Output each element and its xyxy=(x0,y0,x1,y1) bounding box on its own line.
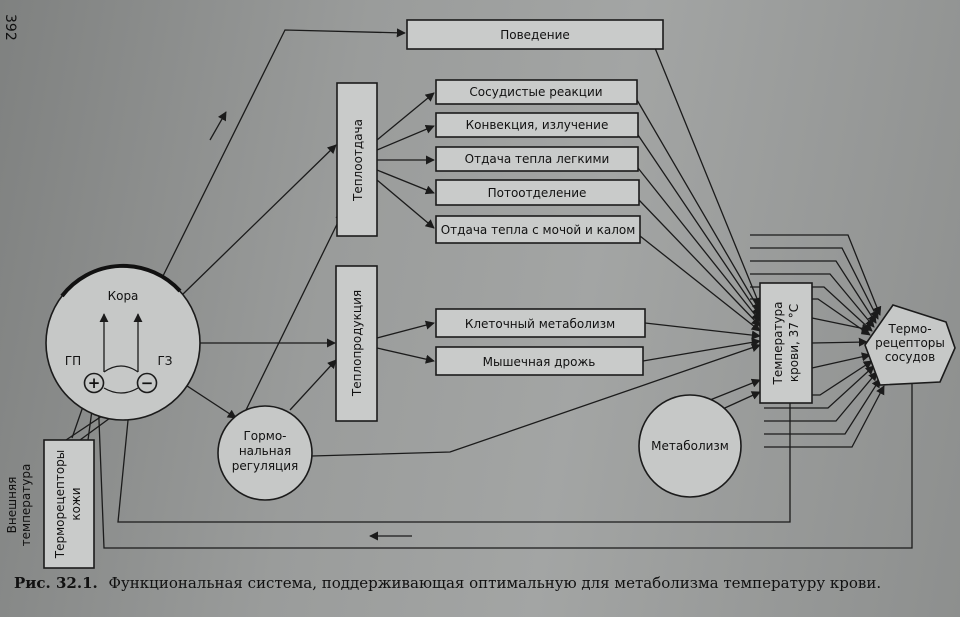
minus-sign: − xyxy=(141,374,154,392)
svg-text:кожи: кожи xyxy=(69,487,83,520)
cortex-label: Кора xyxy=(108,289,139,303)
svg-text:Клеточный метаболизм: Клеточный метаболизм xyxy=(465,317,615,331)
plus-node xyxy=(83,372,105,394)
muscle-shivering-box: Мышечная дрожь xyxy=(435,346,644,376)
svg-text:Потоотделение: Потоотделение xyxy=(488,186,587,200)
connection-lines xyxy=(65,28,913,549)
svg-text:сосудов: сосудов xyxy=(885,350,935,364)
svg-text:Метаболизм: Метаболизм xyxy=(651,439,729,453)
svg-text:Отдача тепла с мочой и калом: Отдача тепла с мочой и калом xyxy=(441,223,636,237)
excretion-heat-loss-box: Отдача тепла с мочой и калом xyxy=(435,215,641,244)
hormonal-regulation-node: Гормо- нальная регуляция xyxy=(217,405,313,501)
svg-text:нальная: нальная xyxy=(239,444,291,458)
svg-text:Мышечная дрожь: Мышечная дрожь xyxy=(483,355,596,369)
svg-text:Температура: Температура xyxy=(771,301,785,385)
heat-loss-box: Теплоотдача xyxy=(336,82,378,237)
caption-text: Функциональная система, поддерживающая о… xyxy=(109,574,882,592)
svg-text:Теплопродукция: Теплопродукция xyxy=(350,290,364,397)
metabolism-node: Метаболизм xyxy=(638,394,742,498)
gp-label: ГП xyxy=(65,354,81,368)
svg-text:Гормо-: Гормо- xyxy=(243,429,286,443)
sweating-box: Потоотделение xyxy=(435,179,640,206)
heat-production-box: Теплопродукция xyxy=(335,265,378,422)
svg-text:крови, 37 °С: крови, 37 °С xyxy=(787,304,801,382)
svg-text:Сосудистые реакции: Сосудистые реакции xyxy=(469,85,602,99)
minus-node xyxy=(136,372,158,394)
svg-text:рецепторы: рецепторы xyxy=(875,336,945,350)
vessel-thermoreceptors-node: Термо- рецепторы сосудов xyxy=(864,304,956,386)
plus-sign: + xyxy=(88,374,101,392)
lung-heat-loss-box: Отдача тепла легкими xyxy=(435,146,639,172)
svg-text:Теплоотдача: Теплоотдача xyxy=(351,119,365,202)
vascular-reactions-box: Сосудистые реакции xyxy=(435,79,638,105)
page-number: 392 xyxy=(2,14,18,41)
gz-label: ГЗ xyxy=(157,354,172,368)
external-temperature-label-2: температура xyxy=(19,464,33,547)
svg-text:Термо-: Термо- xyxy=(887,322,931,336)
blood-temperature-box: Температура крови, 37 °С xyxy=(759,282,813,404)
cns-circle: Кора ГП ГЗ + − xyxy=(45,263,201,421)
convection-radiation-box: Конвекция, излучение xyxy=(435,112,639,138)
svg-text:регуляция: регуляция xyxy=(232,459,298,473)
cell-metabolism-box: Клеточный метаболизм xyxy=(435,308,646,338)
svg-text:Отдача тепла легкими: Отдача тепла легкими xyxy=(465,152,610,166)
skin-thermoreceptors-box: Терморецепторы кожи xyxy=(43,439,95,569)
figure-caption: Рис. 32.1. Функциональная система, подде… xyxy=(14,574,881,592)
behavior-box: Поведение xyxy=(406,19,664,50)
caption-label: Рис. 32.1. xyxy=(14,574,98,592)
svg-text:Поведение: Поведение xyxy=(500,28,570,42)
external-temperature-label-1: Внешняя xyxy=(5,477,19,534)
svg-text:Конвекция, излучение: Конвекция, излучение xyxy=(466,118,609,132)
svg-text:Терморецепторы: Терморецепторы xyxy=(53,450,67,560)
